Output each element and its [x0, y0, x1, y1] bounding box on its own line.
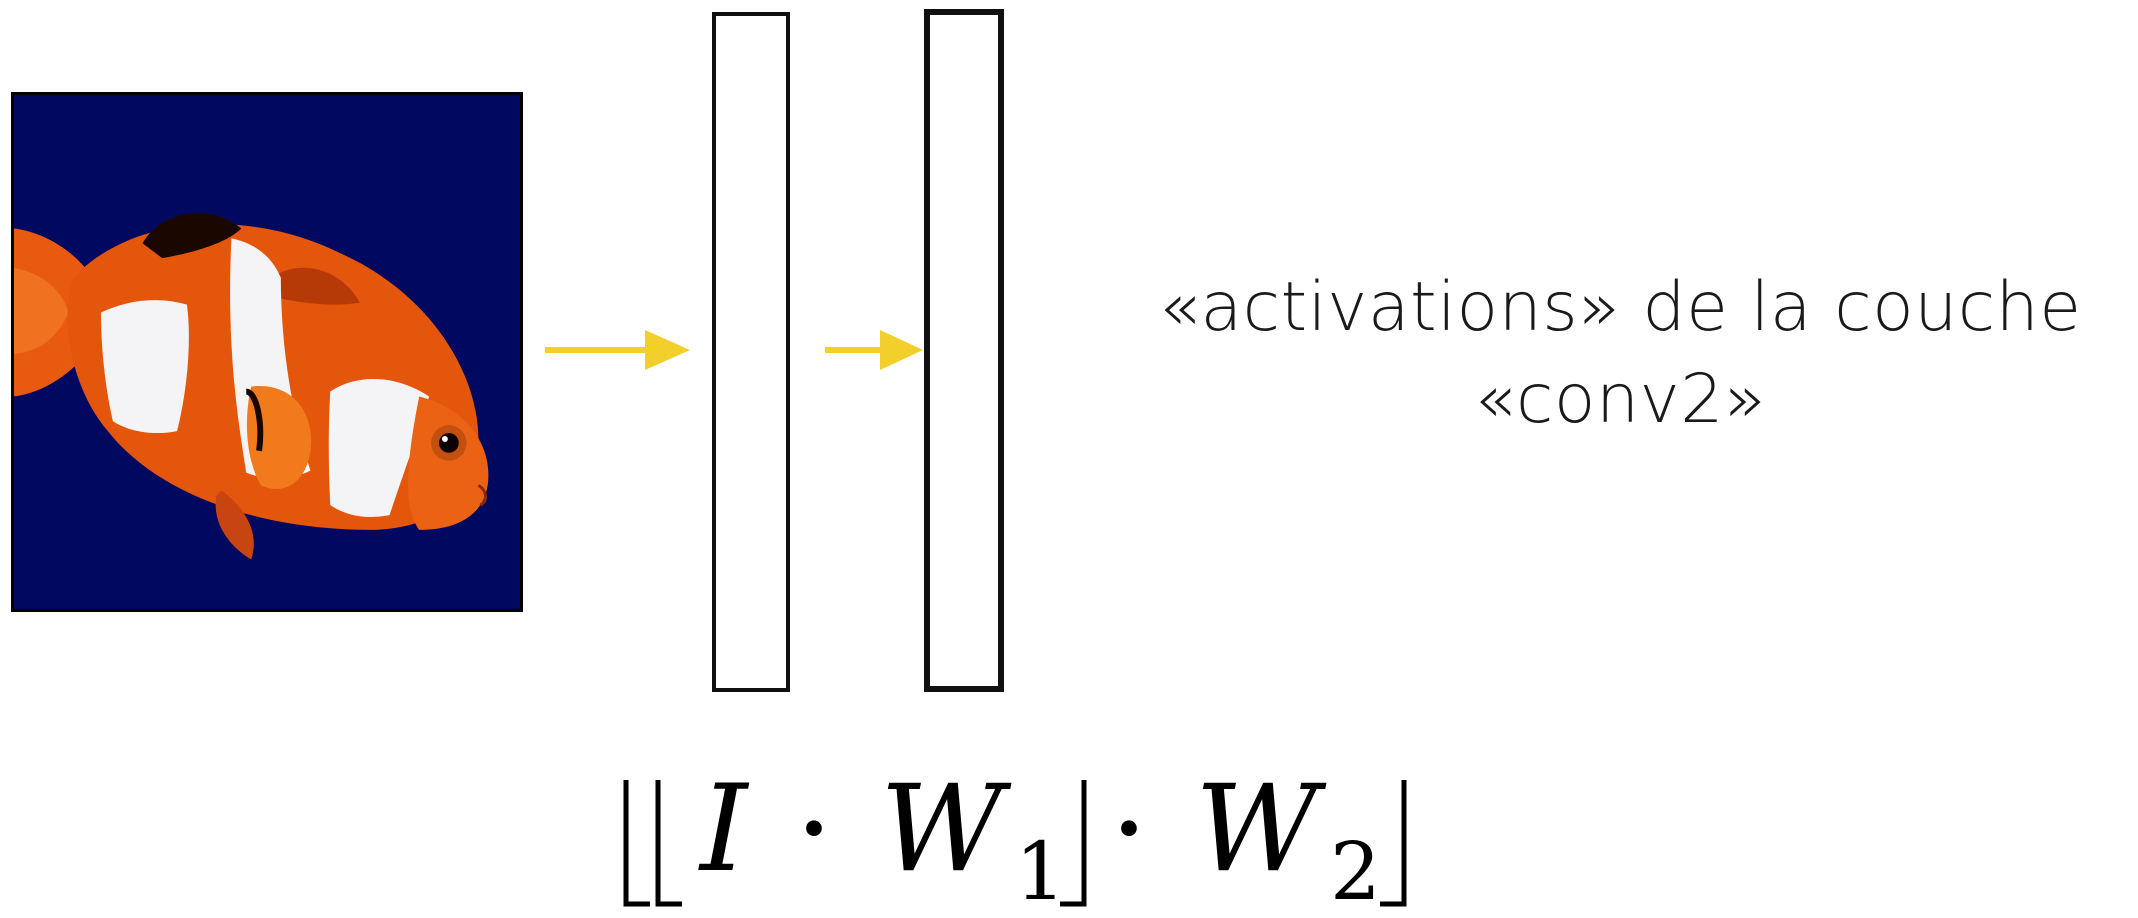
- caption-line-2: «conv2»: [1110, 354, 2130, 446]
- floor-bracket-outer-right: [1380, 780, 1410, 910]
- clownfish-illustration: [14, 95, 520, 609]
- caption-line-1: «activations» de la couche: [1110, 262, 2130, 354]
- arrow-right-icon: [825, 328, 925, 372]
- formula-sub-2: 2: [1330, 832, 1381, 912]
- arrow-right-icon: [545, 328, 695, 372]
- formula: I · W 1 · W 2: [620, 770, 1420, 910]
- formula-var-i: I: [700, 770, 747, 890]
- caption-text: «activations» de la couche «conv2»: [1110, 262, 2130, 446]
- input-image-clownfish: [11, 92, 523, 612]
- formula-var-w1: W: [880, 770, 1003, 890]
- floor-bracket-inner-right: [1060, 780, 1090, 910]
- layer-box-conv2: [924, 9, 1004, 692]
- floor-bracket-outer-left: [620, 780, 650, 910]
- formula-dot-1: ·: [795, 770, 833, 890]
- formula-sub-1: 1: [1015, 832, 1066, 912]
- floor-bracket-inner-left: [652, 780, 682, 910]
- layer-box-1: [712, 12, 790, 692]
- formula-dot-2: ·: [1110, 770, 1148, 890]
- formula-var-w2: W: [1195, 770, 1318, 890]
